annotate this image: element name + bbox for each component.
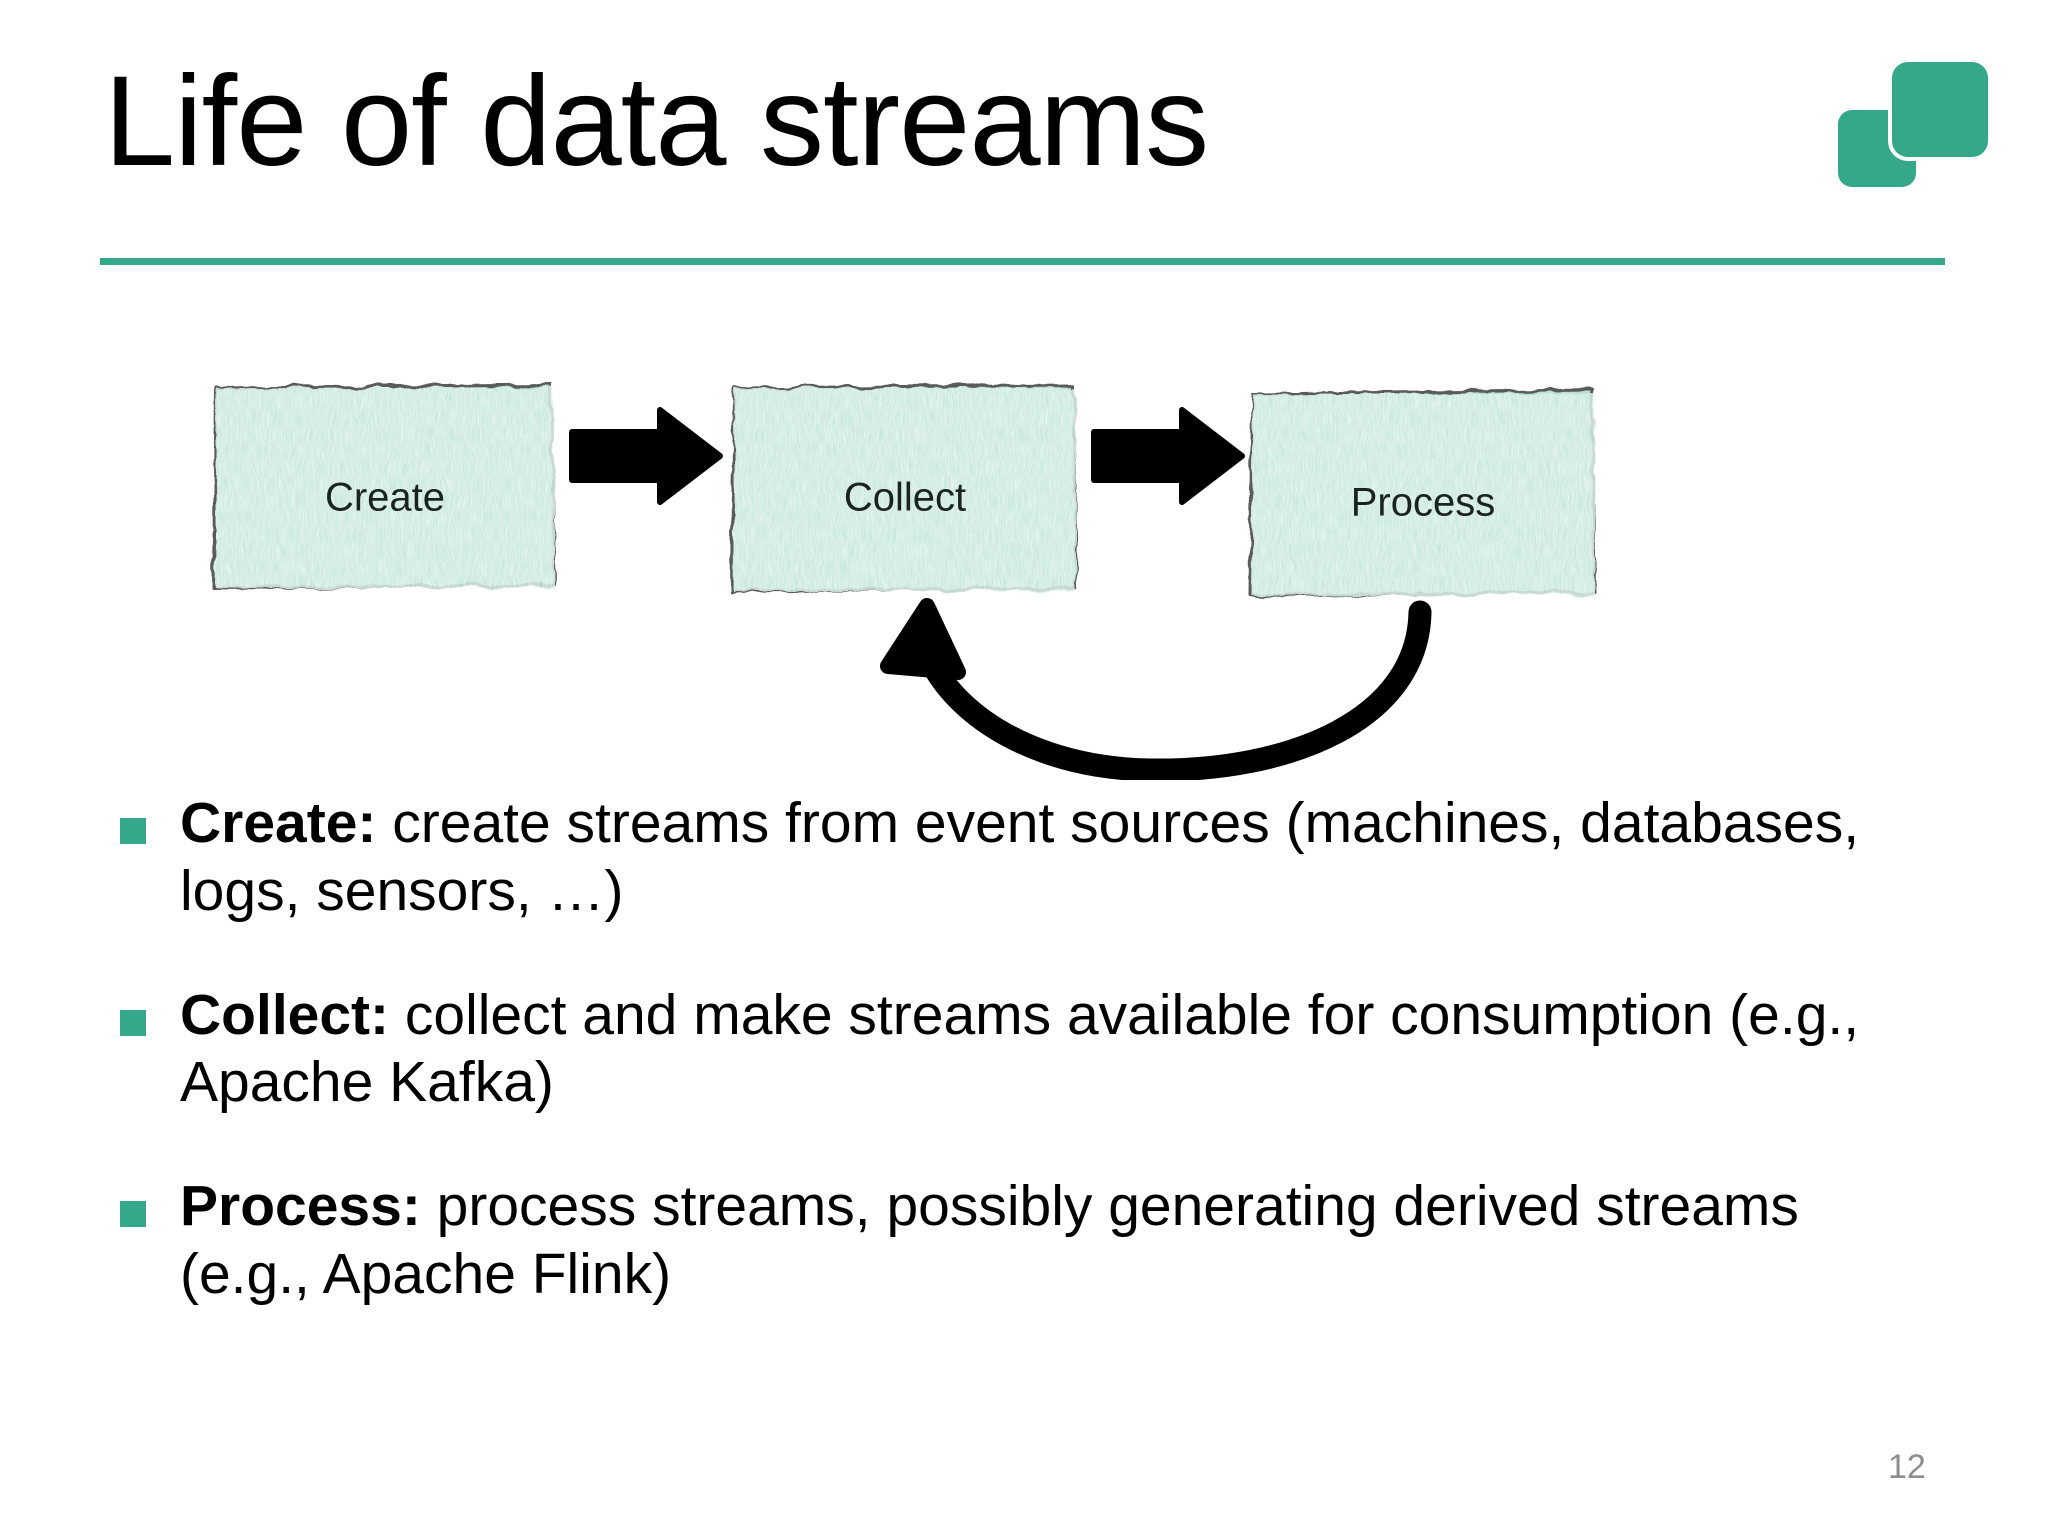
bullet-lead: Collect: <box>180 982 390 1047</box>
diagram-node-collect <box>730 383 1078 593</box>
diagram-node-create <box>212 383 556 590</box>
logo-square-front-icon <box>1892 62 1988 157</box>
title-divider <box>100 258 1945 265</box>
brand-logo <box>1838 62 2008 187</box>
bullet-text: Create: create streams from event source… <box>180 790 1920 926</box>
bullet-text: Collect: collect and make streams availa… <box>180 982 1920 1118</box>
arrow-collect-to-process-icon <box>1091 407 1245 505</box>
bullet-rest: create streams from event sources (machi… <box>180 791 1860 923</box>
diagram-node-create-label: Create <box>325 476 445 520</box>
list-item: Create: create streams from event source… <box>120 790 1920 926</box>
bullet-rest: collect and make streams available for c… <box>180 982 1860 1115</box>
bullet-lead: Process: <box>180 1174 421 1239</box>
bullet-text: Process: process streams, possibly gener… <box>180 1173 1920 1309</box>
bullet-square-icon <box>120 1009 146 1036</box>
diagram-node-process <box>1248 388 1597 597</box>
list-item: Process: process streams, possibly gener… <box>120 1173 1920 1309</box>
arrow-create-to-collect-icon <box>569 407 723 505</box>
pipeline-diagram: Create Collect Process <box>140 360 1660 780</box>
diagram-node-process-label: Process <box>1351 481 1496 525</box>
diagram-node-collect-label: Collect <box>844 476 966 520</box>
bullet-rest: process streams, possibly generating der… <box>180 1174 1799 1307</box>
bullet-square-icon <box>120 1201 146 1228</box>
arrow-process-to-collect-feedback-icon <box>880 598 1432 780</box>
bullet-lead: Create: <box>180 791 377 855</box>
bullet-square-icon <box>120 818 146 844</box>
bullet-list: Create: create streams from event source… <box>120 790 1920 1365</box>
list-item: Collect: collect and make streams availa… <box>120 982 1920 1118</box>
page-number: 12 <box>1888 1448 1926 1486</box>
page-title: Life of data streams <box>104 50 1209 193</box>
